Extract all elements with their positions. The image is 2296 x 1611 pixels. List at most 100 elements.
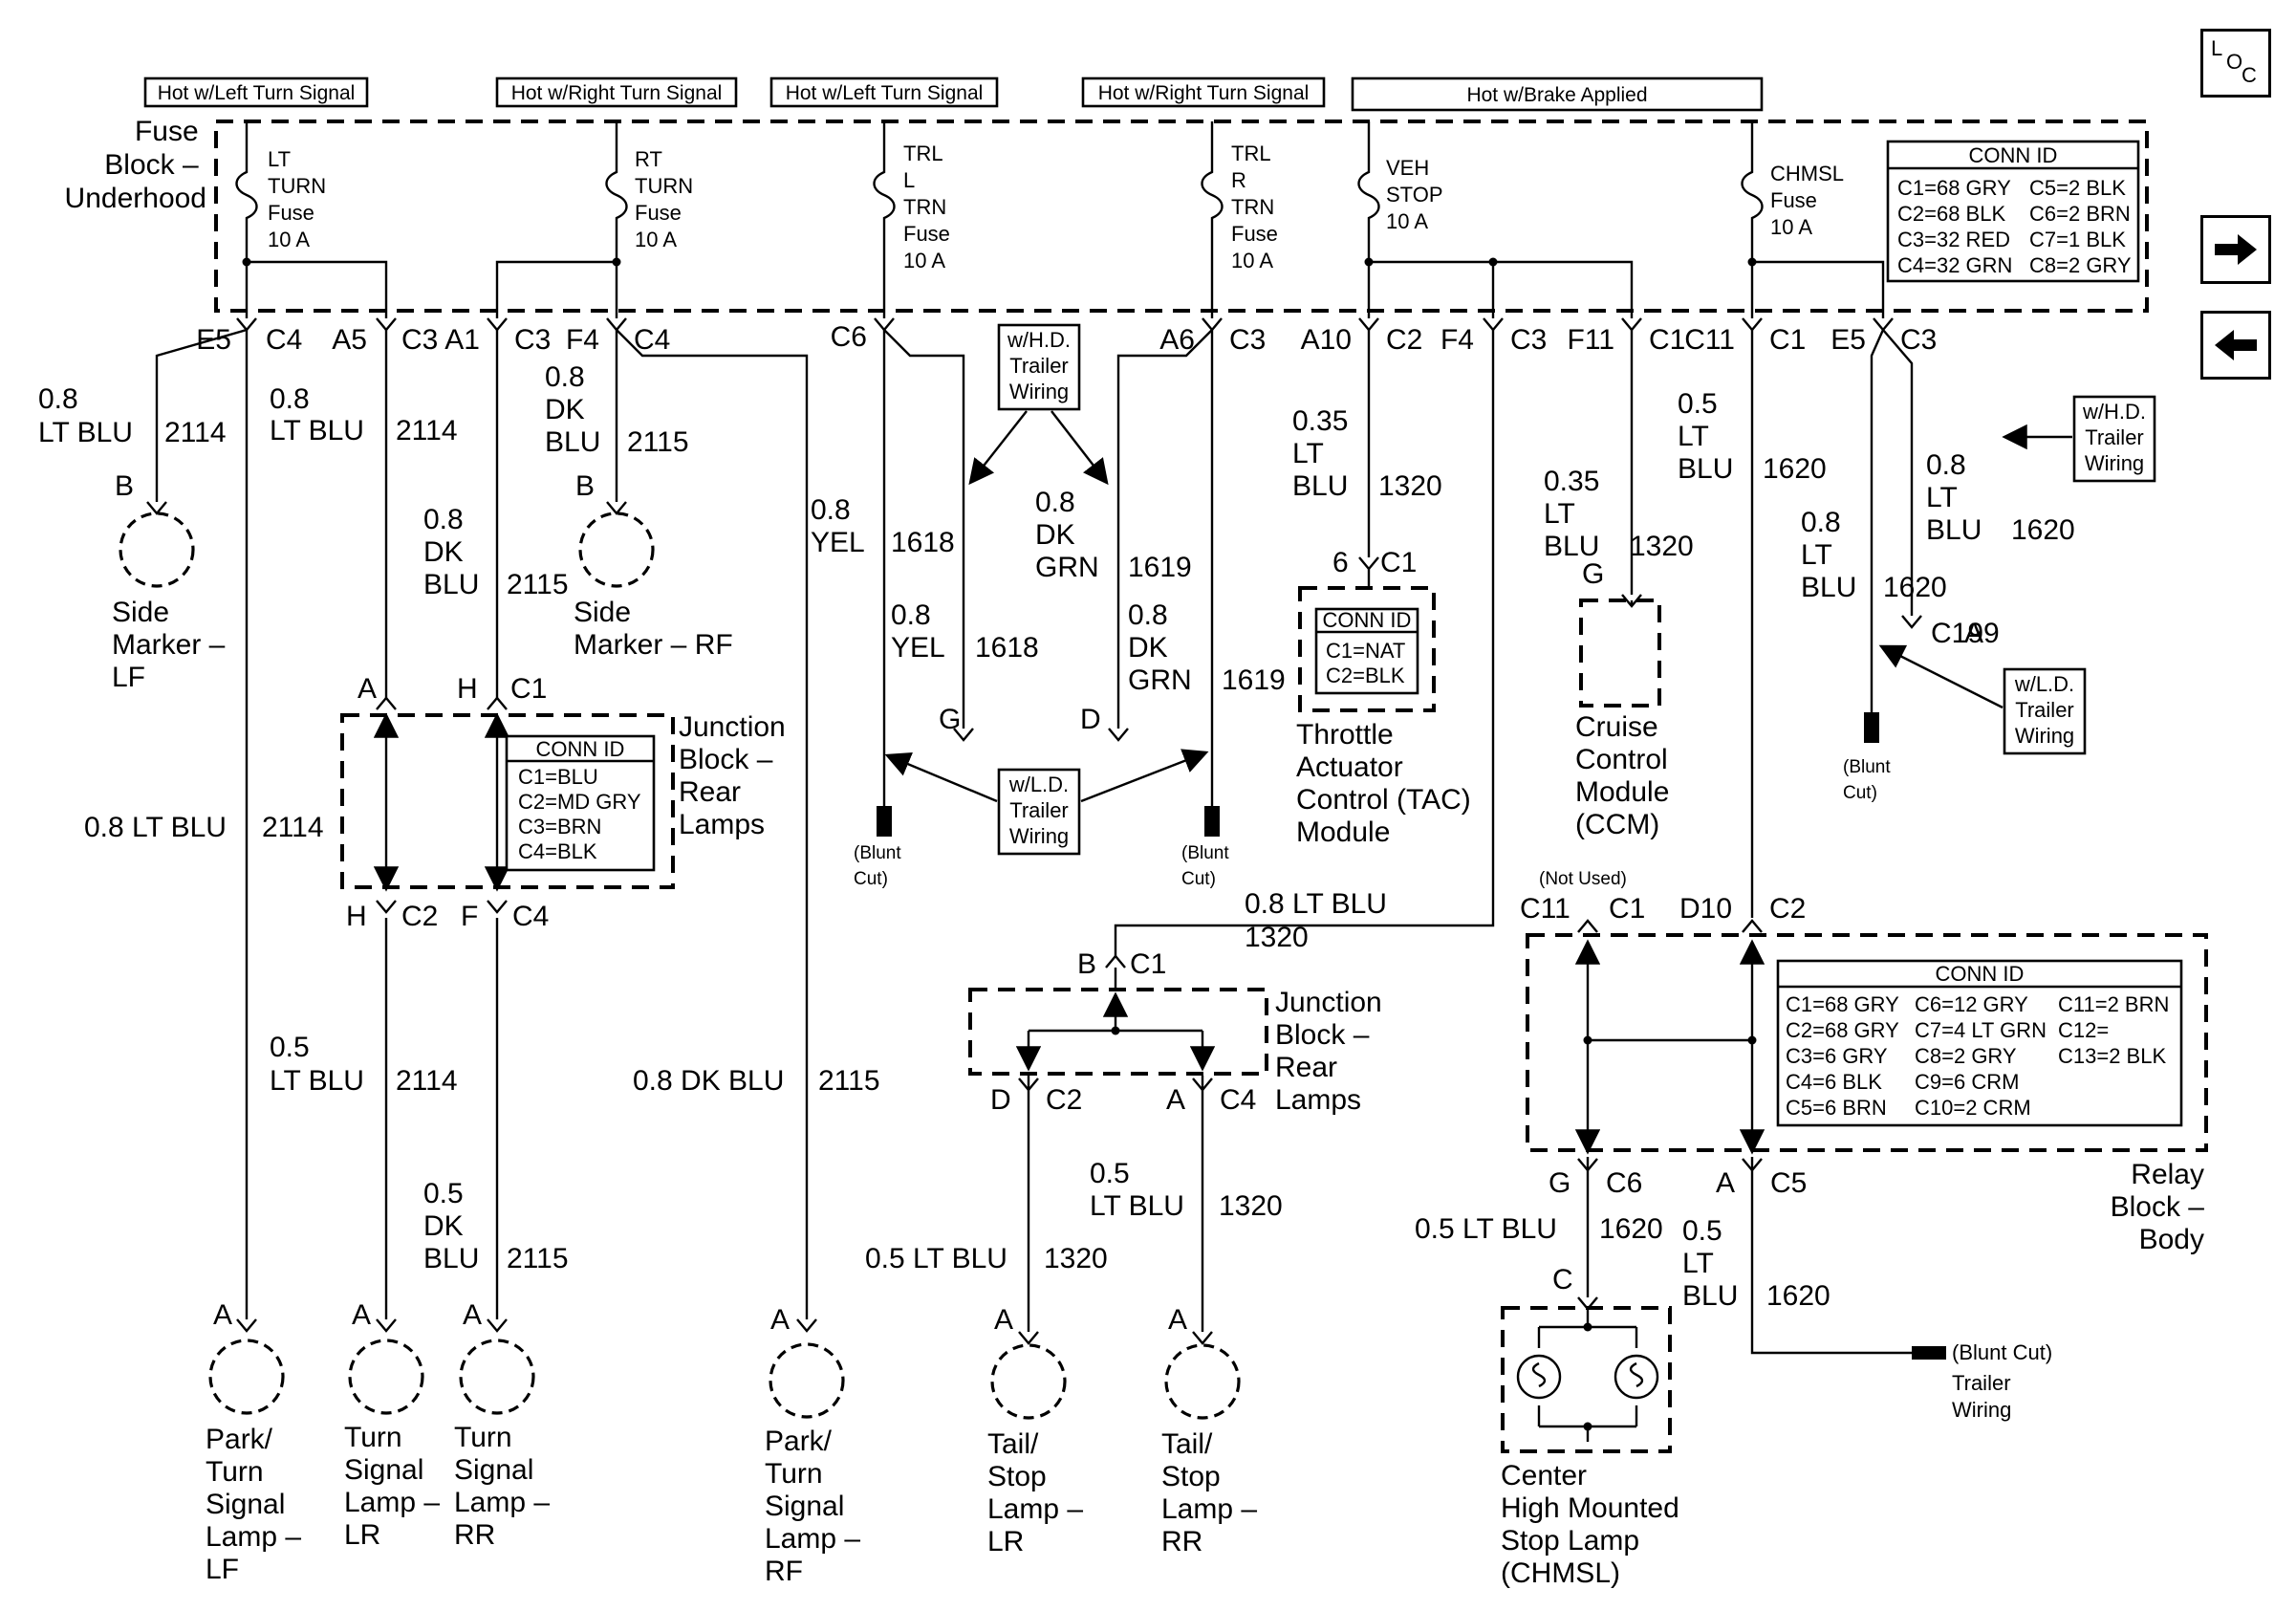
svg-text:C1=NAT: C1=NAT: [1326, 639, 1405, 663]
svg-text:G: G: [1549, 1167, 1570, 1199]
svg-text:C9=6 CRM: C9=6 CRM: [1915, 1070, 2019, 1094]
svg-text:C2: C2: [1769, 893, 1806, 925]
svg-text:C1: C1: [1769, 324, 1806, 356]
fuse-veh-stop-symbol: [1357, 121, 1380, 262]
svg-text:F4: F4: [566, 324, 599, 356]
svg-text:A: A: [1166, 1084, 1185, 1116]
svg-text:C3=BRN: C3=BRN: [518, 815, 601, 838]
svg-text:(Blunt Cut): (Blunt Cut): [1952, 1340, 2052, 1364]
svg-text:C3: C3: [1900, 324, 1937, 356]
fuse-lt-turn-symbol: [235, 121, 258, 262]
svg-text:D: D: [1080, 704, 1101, 735]
header-right-turn-1: Hot w/Right Turn Signal: [511, 82, 723, 104]
svg-text:C3: C3: [401, 324, 438, 356]
svg-text:C2=MD GRY: C2=MD GRY: [518, 790, 641, 814]
next-page-button[interactable]: [2200, 215, 2271, 284]
svg-text:G: G: [1582, 558, 1604, 590]
svg-text:C1=68 GRY: C1=68 GRY: [1897, 176, 2011, 200]
svg-text:C1: C1: [510, 673, 547, 705]
svg-text:B: B: [575, 470, 595, 502]
svg-text:C8=2 GRY: C8=2 GRY: [1915, 1044, 2017, 1068]
svg-text:C6: C6: [1606, 1167, 1642, 1199]
fuse-lt-turn-label: LT TURN Fuse 10 A: [268, 147, 332, 251]
fuse-trl-r-symbol: [1201, 121, 1224, 318]
svg-text:A: A: [357, 673, 377, 705]
svg-text:A: A: [1964, 618, 1983, 649]
svg-text:F11: F11: [1568, 324, 1614, 356]
svg-text:C3=6 GRY: C3=6 GRY: [1786, 1044, 1888, 1068]
header-left-turn-2: Hot w/Left Turn Signal: [786, 82, 984, 104]
loc-button[interactable]: L O C: [2200, 29, 2271, 98]
header-right-turn-2: Hot w/Right Turn Signal: [1098, 82, 1310, 104]
fuse-block-conn-id-table: CONN ID C1=68 GRY C5=2 BLK C2=68 BLK C6=…: [1886, 140, 2140, 283]
svg-text:E5: E5: [1830, 324, 1866, 356]
svg-text:C6=2 BRN: C6=2 BRN: [2029, 202, 2131, 226]
arrow-left-icon: [2215, 330, 2257, 360]
svg-text:CONN ID: CONN ID: [1936, 962, 2025, 986]
svg-text:C4=6 BLK: C4=6 BLK: [1786, 1070, 1882, 1094]
loc-icon: L O C: [2211, 36, 2257, 87]
junction-block-rear-lamps-1: A H C1 H C2 F C4 CONN ID C1=BLU C2=MD GR…: [340, 673, 786, 932]
svg-text:C: C: [1552, 1264, 1573, 1295]
relay-block-conn-id-table: CONN ID C1=68 GRY C6=12 GRY C11=2 BRN C2…: [1776, 959, 2183, 1127]
svg-text:C13=2 BLK: C13=2 BLK: [2058, 1044, 2166, 1068]
svg-text:C7=4 LT GRN: C7=4 LT GRN: [1915, 1018, 2047, 1042]
fuse-trl-l-symbol: [873, 121, 896, 318]
svg-text:C5: C5: [1770, 1167, 1807, 1199]
svg-text:A: A: [1716, 1167, 1735, 1199]
fuse-chmsl-symbol: [1741, 121, 1764, 262]
svg-text:C2: C2: [1046, 1084, 1082, 1116]
svg-text:A: A: [213, 1299, 232, 1331]
svg-text:C2=68 BLK: C2=68 BLK: [1897, 202, 2005, 226]
svg-text:6: 6: [1332, 547, 1349, 578]
previous-page-button[interactable]: [2200, 311, 2271, 380]
svg-text:C4: C4: [1220, 1084, 1256, 1116]
svg-text:C7=1 BLK: C7=1 BLK: [2029, 228, 2126, 251]
fuse-veh-stop-label: VEH STOP 10 A: [1386, 156, 1448, 233]
svg-text:C5=6 BRN: C5=6 BRN: [1786, 1096, 1887, 1120]
svg-text:A1: A1: [444, 324, 480, 356]
svg-text:D10: D10: [1679, 893, 1732, 925]
svg-text:F: F: [461, 901, 478, 932]
svg-text:F4: F4: [1440, 324, 1474, 356]
header-left-turn-1: Hot w/Left Turn Signal: [158, 82, 356, 104]
fuse-block-underhood: Fuse Block – Underhood LT TURN Fuse 10 A…: [65, 116, 2149, 318]
svg-text:C1=BLU: C1=BLU: [518, 765, 598, 789]
